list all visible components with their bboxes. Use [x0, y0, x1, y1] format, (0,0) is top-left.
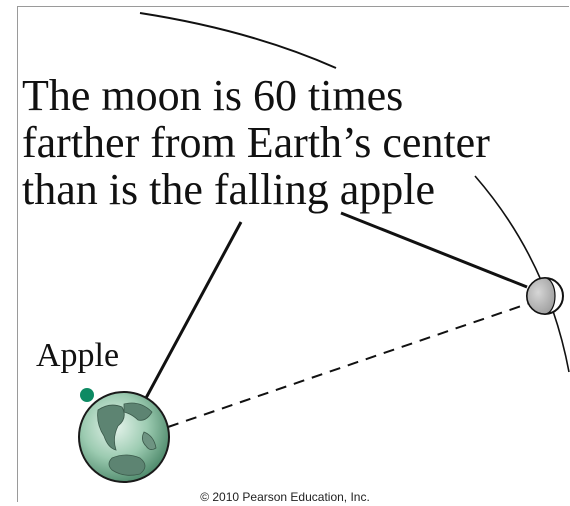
pointer-line-earth — [146, 222, 241, 398]
moon-icon — [527, 278, 563, 314]
diagram-caption: The moon is 60 times farther from Earth’… — [22, 72, 490, 213]
earth-globe-icon — [79, 392, 169, 482]
orbit-arc-top — [140, 13, 336, 68]
caption-line-1: The moon is 60 times — [22, 72, 490, 119]
earth-moon-distance-line — [168, 303, 530, 427]
pointer-line-moon — [341, 213, 527, 287]
copyright-notice: © 2010 Pearson Education, Inc. — [0, 491, 570, 504]
caption-line-2: farther from Earth’s center — [22, 119, 490, 166]
apple-dot-icon — [80, 388, 94, 402]
caption-line-3: than is the falling apple — [22, 166, 490, 213]
apple-label: Apple — [36, 338, 119, 374]
